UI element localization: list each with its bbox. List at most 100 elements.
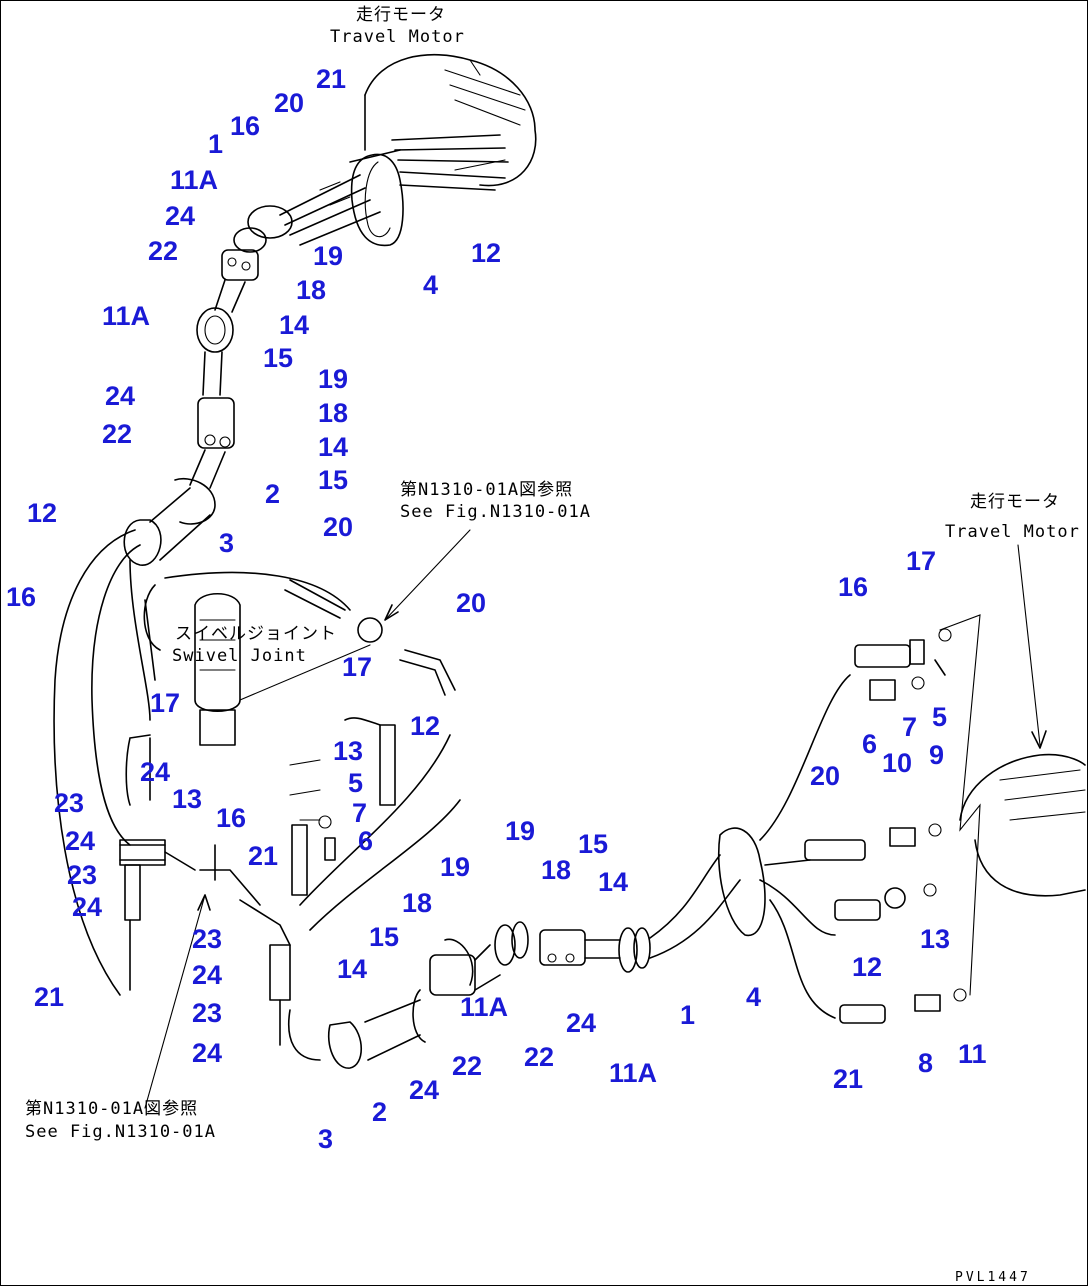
part-callout: 24 bbox=[192, 1038, 223, 1068]
part-callout: 10 bbox=[882, 748, 913, 778]
part-callout: 18 bbox=[402, 888, 433, 918]
part-callout: 24 bbox=[65, 826, 96, 856]
part-callout: 19 bbox=[505, 816, 536, 846]
connector-chain-upper bbox=[174, 205, 293, 525]
clamp-4-top bbox=[350, 153, 404, 247]
part-callout: 20 bbox=[274, 88, 305, 118]
part-callout: 19 bbox=[313, 241, 344, 271]
hose-bundle-lower bbox=[288, 734, 474, 1069]
travel-motor-top-en-label: Travel Motor bbox=[330, 27, 465, 47]
part-callout: 23 bbox=[67, 860, 98, 890]
part-callout: 16 bbox=[838, 572, 869, 602]
part-callout: 7 bbox=[902, 712, 918, 742]
part-callout: 17 bbox=[150, 688, 181, 718]
part-callout: 5 bbox=[932, 702, 948, 732]
hoses-top bbox=[279, 149, 401, 246]
part-callout: 9 bbox=[929, 740, 945, 770]
part-callout: 6 bbox=[862, 729, 878, 759]
part-callout: 14 bbox=[279, 310, 310, 340]
part-callout: 1 bbox=[208, 129, 224, 159]
part-callout: 11A bbox=[609, 1058, 658, 1088]
part-callout: 23 bbox=[54, 788, 85, 818]
part-callout: 21 bbox=[316, 64, 347, 94]
part-callout: 15 bbox=[318, 465, 349, 495]
hose-bundle-left bbox=[53, 487, 351, 996]
part-callout: 21 bbox=[34, 982, 65, 1012]
travel-motor-right bbox=[959, 753, 1086, 897]
part-callout: 23 bbox=[192, 924, 223, 954]
part-callout: 20 bbox=[810, 761, 841, 791]
part-callout: 8 bbox=[918, 1048, 934, 1078]
part-callout: 5 bbox=[348, 768, 364, 798]
part-callout: 22 bbox=[148, 236, 179, 266]
part-callout: 11A bbox=[460, 992, 509, 1022]
swivel-joint-jp-label: スイベルジョイント bbox=[175, 624, 337, 644]
travel-motor-top bbox=[364, 53, 537, 191]
part-callout: 15 bbox=[263, 343, 294, 373]
lower-left-tees bbox=[119, 839, 291, 1046]
part-callout: 14 bbox=[598, 867, 629, 897]
part-callout: 12 bbox=[27, 498, 58, 528]
travel-motor-right-en-label: Travel Motor bbox=[945, 522, 1080, 542]
part-callout: 24 bbox=[140, 757, 171, 787]
part-callout: 2 bbox=[372, 1097, 388, 1127]
part-callout: 16 bbox=[216, 803, 247, 833]
part-callout: 24 bbox=[192, 960, 223, 990]
part-callout: 20 bbox=[456, 588, 487, 618]
part-callout: 4 bbox=[423, 270, 439, 300]
part-callout: 2 bbox=[265, 479, 281, 509]
part-callout: 21 bbox=[248, 841, 279, 871]
part-callout: 7 bbox=[352, 798, 368, 828]
part-callout: 22 bbox=[452, 1051, 483, 1081]
part-callout: 4 bbox=[746, 982, 762, 1012]
part-callout: 16 bbox=[6, 582, 37, 612]
middle-fittings bbox=[125, 579, 456, 896]
drawing-code: PVL1447 bbox=[955, 1270, 1031, 1285]
part-callout: 17 bbox=[906, 546, 937, 576]
part-callout: 19 bbox=[318, 364, 349, 394]
hoses-lower-right bbox=[649, 674, 851, 1019]
part-callout: 22 bbox=[524, 1042, 555, 1072]
part-callout: 24 bbox=[165, 201, 196, 231]
reference-leaders bbox=[144, 529, 1047, 1109]
part-callout: 24 bbox=[409, 1075, 440, 1105]
part-callout: 13 bbox=[172, 784, 203, 814]
part-callout: 12 bbox=[471, 238, 502, 268]
part-callout: 14 bbox=[337, 954, 368, 984]
swivel-joint bbox=[194, 593, 241, 746]
see-fig-top-en-label: See Fig.N1310-01A bbox=[400, 502, 591, 522]
part-callout: 12 bbox=[852, 952, 883, 982]
part-callout: 18 bbox=[318, 398, 349, 428]
part-callout: 16 bbox=[230, 111, 261, 141]
part-callout: 13 bbox=[920, 924, 951, 954]
part-callout: 12 bbox=[410, 711, 441, 741]
part-callout: 11A bbox=[102, 301, 151, 331]
part-callout: 24 bbox=[72, 892, 103, 922]
travel-motor-right-jp-label: 走行モータ bbox=[970, 492, 1060, 512]
part-callout: 15 bbox=[578, 829, 609, 859]
see-fig-top-jp-label: 第N1310-01A図参照 bbox=[400, 480, 574, 500]
part-callout: 11 bbox=[958, 1039, 987, 1069]
part-callout: 6 bbox=[358, 826, 374, 856]
part-callout: 1 bbox=[680, 1000, 696, 1030]
part-callout: 20 bbox=[323, 512, 354, 542]
swivel-joint-en-label: Swivel Joint bbox=[172, 646, 307, 666]
part-callout: 23 bbox=[192, 998, 223, 1028]
part-callout: 14 bbox=[318, 432, 349, 462]
see-fig-bottom-en-label: See Fig.N1310-01A bbox=[25, 1122, 216, 1142]
part-callout: 18 bbox=[296, 275, 327, 305]
part-callout: 22 bbox=[102, 419, 133, 449]
part-callout: 11A bbox=[170, 165, 219, 195]
part-callout: 17 bbox=[342, 652, 373, 682]
part-callout: 18 bbox=[541, 855, 572, 885]
part-callout: 21 bbox=[833, 1064, 864, 1094]
see-fig-bottom-jp-label: 第N1310-01A図参照 bbox=[25, 1099, 199, 1119]
part-callout: 24 bbox=[105, 381, 136, 411]
part-callout: 3 bbox=[219, 528, 235, 558]
part-callout: 3 bbox=[318, 1124, 334, 1154]
part-callout: 15 bbox=[369, 922, 400, 952]
part-callout: 19 bbox=[440, 852, 471, 882]
